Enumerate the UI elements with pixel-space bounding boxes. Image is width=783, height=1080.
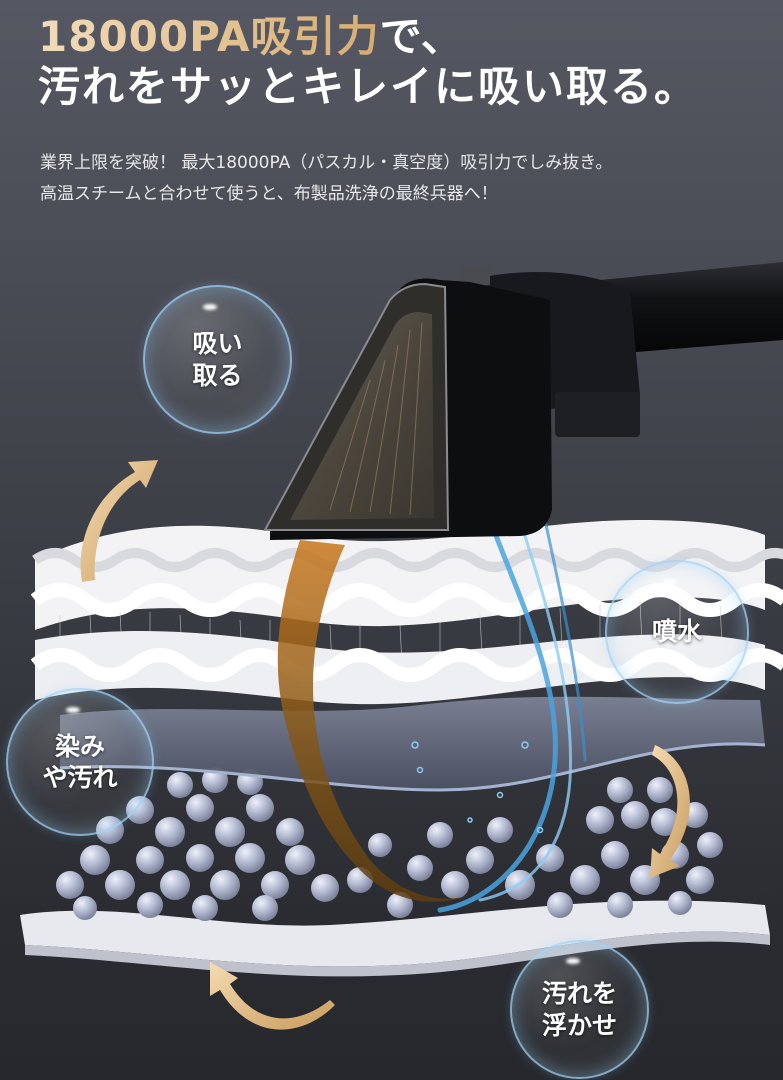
headline-line-1: 18000PA吸引力で、 — [38, 12, 698, 61]
fiber-beads — [56, 767, 723, 921]
description-line-1: 業界上限を突破！ 最大18000PA（パスカル・真空度）吸引力でしみ抜き。 — [40, 153, 613, 173]
arrow-down-right-icon — [650, 745, 690, 878]
bubble-stains-label: 染み や汚れ — [42, 731, 118, 792]
bubble-suction-label: 吸い 取る — [192, 329, 243, 390]
description: 業界上限を突破！ 最大18000PA（パスカル・真空度）吸引力でしみ抜き。 高温… — [40, 148, 612, 210]
headline-line-2: 汚れをサッとキレイに吸い取る。 — [38, 62, 699, 112]
bubble-glint — [566, 958, 580, 965]
bubble-lift-dirt: 汚れを 浮かせ — [510, 940, 649, 1079]
bubble-spray: 噴水 — [605, 560, 749, 704]
upper-fabric-layers — [30, 520, 783, 705]
headline-line-1-suffix: で、 — [379, 12, 464, 61]
arrow-up-left-icon — [80, 460, 158, 582]
vacuum-nozzle — [263, 262, 783, 540]
stain-stream — [277, 540, 470, 902]
bubble-glint — [663, 578, 677, 585]
bubble-stains: 染み や汚れ — [6, 688, 154, 836]
bubble-glint — [65, 707, 80, 714]
headline: 18000PA吸引力で、 汚れをサッとキレイに吸い取る。 — [38, 12, 699, 112]
arrow-bottom-icon — [210, 962, 335, 1030]
water-droplets — [411, 741, 544, 834]
water-streams — [437, 517, 587, 913]
bubble-suction: 吸い 取る — [143, 285, 292, 434]
bubble-spray-label: 噴水 — [651, 617, 702, 647]
bubble-lift-dirt-label: 汚れを 浮かせ — [541, 979, 617, 1040]
headline-suction-power: 18000PA吸引力 — [38, 12, 380, 61]
description-line-2: 高温スチームと合わせて使うと、布製品洗浄の最終兵器へ！ — [40, 184, 498, 204]
bubble-glint — [203, 304, 217, 311]
